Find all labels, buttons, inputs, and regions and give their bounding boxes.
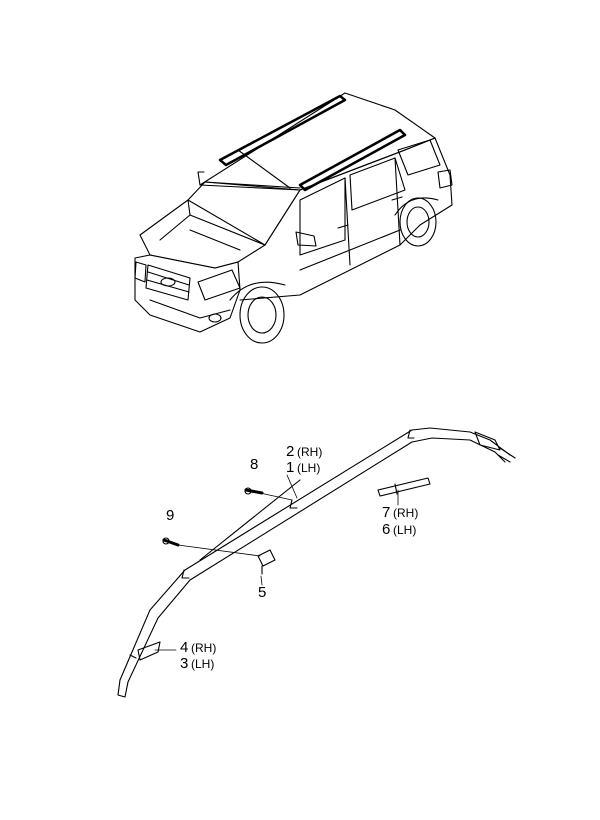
callout-3-side: (LH): [191, 657, 214, 671]
callout-4-side: (RH): [191, 641, 216, 655]
callout-7-side: (RH): [393, 506, 418, 520]
callout-8-number: 8: [250, 456, 258, 473]
callout-1-number: 1: [286, 459, 294, 476]
callout-4-number: 4: [180, 639, 188, 656]
curtain-airbag-assembly: [117, 427, 516, 698]
callout-5-number: 5: [258, 584, 266, 601]
callout-6-number: 6: [382, 521, 390, 538]
vehicle-illustration: [134, 92, 453, 344]
callout-2-number: 2: [286, 443, 294, 460]
callout-9-number: 9: [166, 507, 174, 524]
callout-2-side: (RH): [297, 445, 322, 459]
callout-7-number: 7: [382, 504, 390, 521]
callout-6-side: (LH): [393, 523, 416, 537]
leader-lines: [154, 474, 399, 651]
callout-3-number: 3: [180, 655, 188, 672]
callout-1-side: (LH): [297, 461, 320, 475]
